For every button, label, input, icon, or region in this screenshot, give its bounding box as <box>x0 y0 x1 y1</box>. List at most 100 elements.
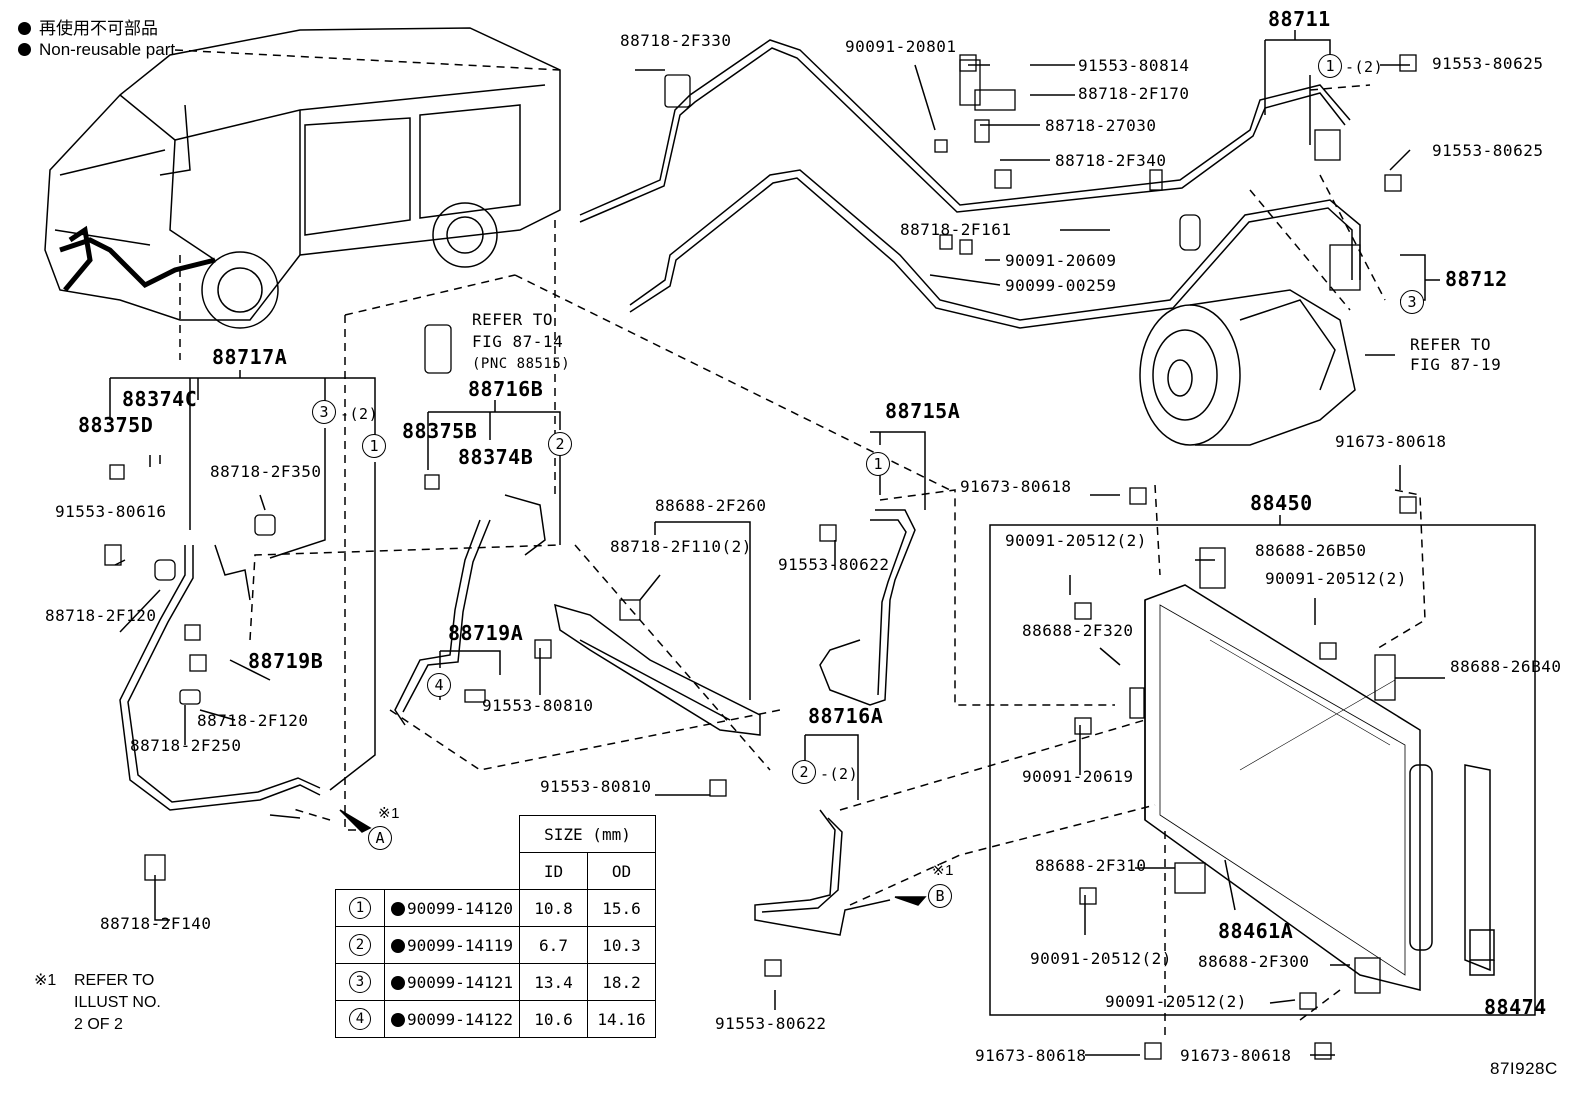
refer-fig-87-14-line1: REFER TO <box>472 310 554 329</box>
label-88718-27030[interactable]: 88718-27030 <box>1045 116 1157 135</box>
legend-en: Non-reusable part <box>18 40 175 60</box>
refer-fig-87-14-line2[interactable]: FIG 87-14 <box>472 332 564 351</box>
label-91553-80810-b[interactable]: 91553-80810 <box>540 777 652 796</box>
legend-en-text: Non-reusable part <box>39 40 176 59</box>
label-88717A[interactable]: 88717A <box>212 345 288 369</box>
circle-3-88712[interactable]: 3 <box>1400 290 1424 314</box>
label-91553-80625-b[interactable]: 91553-80625 <box>1432 141 1544 160</box>
label-88688-2F260[interactable]: 88688-2F260 <box>655 496 767 515</box>
label-91673-80618-b[interactable]: 91673-80618 <box>960 477 1072 496</box>
bracket-88688-2F260 <box>554 603 761 736</box>
label-88375B[interactable]: 88375B <box>402 419 478 443</box>
label-88688-2F320[interactable]: 88688-2F320 <box>1022 621 1134 640</box>
label-88688-26B40[interactable]: 88688-26B40 <box>1450 657 1562 676</box>
label-90091-20609[interactable]: 90091-20609 <box>1005 251 1117 270</box>
label-91673-80618-d[interactable]: 91673-80618 <box>1180 1046 1292 1065</box>
table-cell-part[interactable]: 90099-14120 <box>384 889 520 927</box>
label-88716B[interactable]: 88716B <box>468 377 544 401</box>
label-91553-80622-a[interactable]: 91553-80622 <box>778 555 890 574</box>
refer-fig-87-19-line2[interactable]: FIG 87-19 <box>1410 355 1502 374</box>
label-88719B[interactable]: 88719B <box>248 649 324 673</box>
label-88711[interactable]: 88711 <box>1268 7 1331 31</box>
label-88718-2F110[interactable]: 88718-2F110(2) <box>610 537 752 556</box>
label-91553-80625-a[interactable]: 91553-80625 <box>1432 54 1544 73</box>
table-row: 1 90099-14120 10.8 15.6 <box>335 889 656 927</box>
part-number[interactable]: 90099-14121 <box>407 972 513 992</box>
label-90091-20512-a[interactable]: 90091-20512(2) <box>1005 531 1147 550</box>
label-91553-80622-b[interactable]: 91553-80622 <box>715 1014 827 1033</box>
label-91673-80618-a[interactable]: 91673-80618 <box>1335 432 1447 451</box>
label-88688-2F300[interactable]: 88688-2F300 <box>1198 952 1310 971</box>
label-88718-2F161[interactable]: 88718-2F161 <box>900 220 1012 239</box>
label-91673-80618-c[interactable]: 91673-80618 <box>975 1046 1087 1065</box>
table-row: 4 90099-14122 10.6 14.16 <box>335 1000 656 1038</box>
non-reusable-dot-icon <box>391 1012 405 1027</box>
label-88718-2F120-a[interactable]: 88718-2F120 <box>45 606 157 625</box>
label-90091-20619[interactable]: 90091-20619 <box>1022 767 1134 786</box>
table-row: 3 90099-14121 13.4 18.2 <box>335 963 656 1001</box>
refer-fig-87-19-line1: REFER TO <box>1410 335 1492 354</box>
label-88474[interactable]: 88474 <box>1484 995 1547 1019</box>
table-cell-part[interactable]: 90099-14122 <box>384 1000 520 1038</box>
circle-1-88711[interactable]: 1 <box>1318 54 1342 78</box>
label-88718-2F120-b[interactable]: 88718-2F120 <box>197 711 309 730</box>
circle-3-88717A[interactable]: 3 <box>312 400 336 424</box>
connector-B[interactable]: B <box>928 884 952 908</box>
circle-2-88716B[interactable]: 2 <box>548 432 572 456</box>
label-88688-26B50[interactable]: 88688-26B50 <box>1255 541 1367 560</box>
label-88712[interactable]: 88712 <box>1445 267 1508 291</box>
table-header-od: OD <box>587 852 656 890</box>
arrows <box>339 809 927 906</box>
label-88718-2F170[interactable]: 88718-2F170 <box>1078 84 1190 103</box>
label-90091-20512-d[interactable]: 90091-20512(2) <box>1105 992 1247 1011</box>
table-cell-od: 10.3 <box>587 926 656 964</box>
circle-1-88717A[interactable]: 1 <box>362 434 386 458</box>
label-88718-2F330[interactable]: 88718-2F330 <box>620 31 732 50</box>
label-88688-2F310[interactable]: 88688-2F310 <box>1035 856 1147 875</box>
circle-1-88715A[interactable]: 1 <box>866 452 890 476</box>
label-88718-2F250[interactable]: 88718-2F250 <box>130 736 242 755</box>
label-88718-2F140[interactable]: 88718-2F140 <box>100 914 212 933</box>
part-number[interactable]: 90099-14122 <box>407 1009 513 1029</box>
table-header-size: SIZE (mm) <box>519 815 656 853</box>
label-88716A[interactable]: 88716A <box>808 704 884 728</box>
refer-fig-87-14-line3: (PNC 88515) <box>472 356 571 372</box>
label-88461A[interactable]: 88461A <box>1218 919 1294 943</box>
label-88718-2F340[interactable]: 88718-2F340 <box>1055 151 1167 170</box>
label-88715A[interactable]: 88715A <box>885 399 961 423</box>
label-88374B[interactable]: 88374B <box>458 445 534 469</box>
row-circle-number: 2 <box>349 934 371 956</box>
non-reusable-dot-icon <box>391 901 405 916</box>
label-88450[interactable]: 88450 <box>1250 491 1313 515</box>
label-90091-20512-b[interactable]: 90091-20512(2) <box>1265 569 1407 588</box>
small-parts <box>104 54 1417 1060</box>
hose-88717A <box>119 544 321 819</box>
connector-A[interactable]: A <box>368 826 392 850</box>
pipe-88716B <box>394 494 546 726</box>
label-88719A[interactable]: 88719A <box>448 621 524 645</box>
pipe-88715A <box>819 509 916 706</box>
non-reusable-dot-icon <box>391 938 405 953</box>
pipe-88716A <box>754 809 891 936</box>
label-88374C[interactable]: 88374C <box>122 387 198 411</box>
legend-jp-text: 再使用不可部品 <box>39 19 158 38</box>
label-91553-80616[interactable]: 91553-80616 <box>55 502 167 521</box>
van-illustration <box>44 27 561 360</box>
hose-size-table: SIZE (mm) ID OD 1 90099-14120 10.8 15.6 … <box>335 815 656 1038</box>
label-88718-2F350[interactable]: 88718-2F350 <box>210 462 322 481</box>
label-90099-00259[interactable]: 90099-00259 <box>1005 276 1117 295</box>
part-number[interactable]: 90099-14120 <box>407 898 513 918</box>
label-91553-80814[interactable]: 91553-80814 <box>1078 56 1190 75</box>
label-88375D[interactable]: 88375D <box>78 413 154 437</box>
footnote-line1: REFER TO <box>74 972 155 989</box>
label-91553-80810-a[interactable]: 91553-80810 <box>482 696 594 715</box>
label-90091-20512-c[interactable]: 90091-20512(2) <box>1030 949 1172 968</box>
circle-2-88716A[interactable]: 2 <box>792 760 816 784</box>
label-90091-20801[interactable]: 90091-20801 <box>845 37 957 56</box>
part-number[interactable]: 90099-14119 <box>407 935 513 955</box>
table-cell-part[interactable]: 90099-14119 <box>384 926 520 964</box>
circle-4-88719A[interactable]: 4 <box>427 673 451 697</box>
table-cell-part[interactable]: 90099-14121 <box>384 963 520 1001</box>
